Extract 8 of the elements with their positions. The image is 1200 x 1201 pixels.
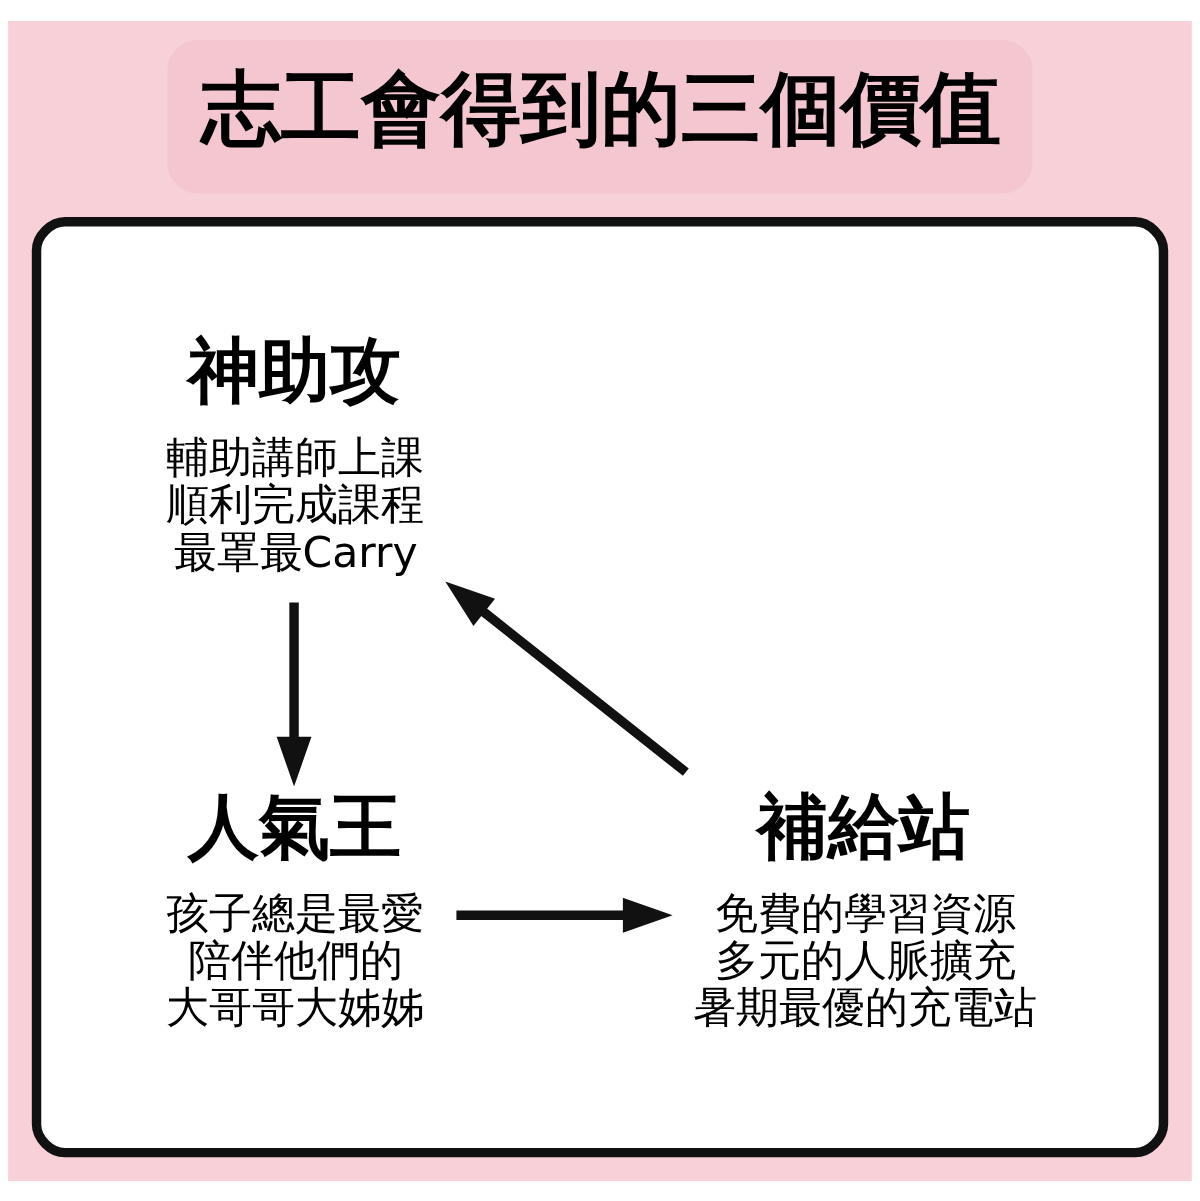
arrow: [445, 580, 689, 776]
node-text: 補給站 免費的學習資源多元的人脈擴充暑期最優的充電站: [693, 784, 1038, 1032]
cluster: [31, 216, 1169, 1157]
diagram-title: 志工會得到的三個價值: [200, 60, 1001, 155]
node-text: 神助攻 輔助講師上課順利完成課程最罩最Carry: [166, 328, 425, 577]
arrow: [276, 602, 312, 787]
arrow: [456, 897, 673, 933]
node-text: 人氣王 孩子總是最愛陪伴他們的大哥哥大姊姊: [166, 784, 425, 1032]
